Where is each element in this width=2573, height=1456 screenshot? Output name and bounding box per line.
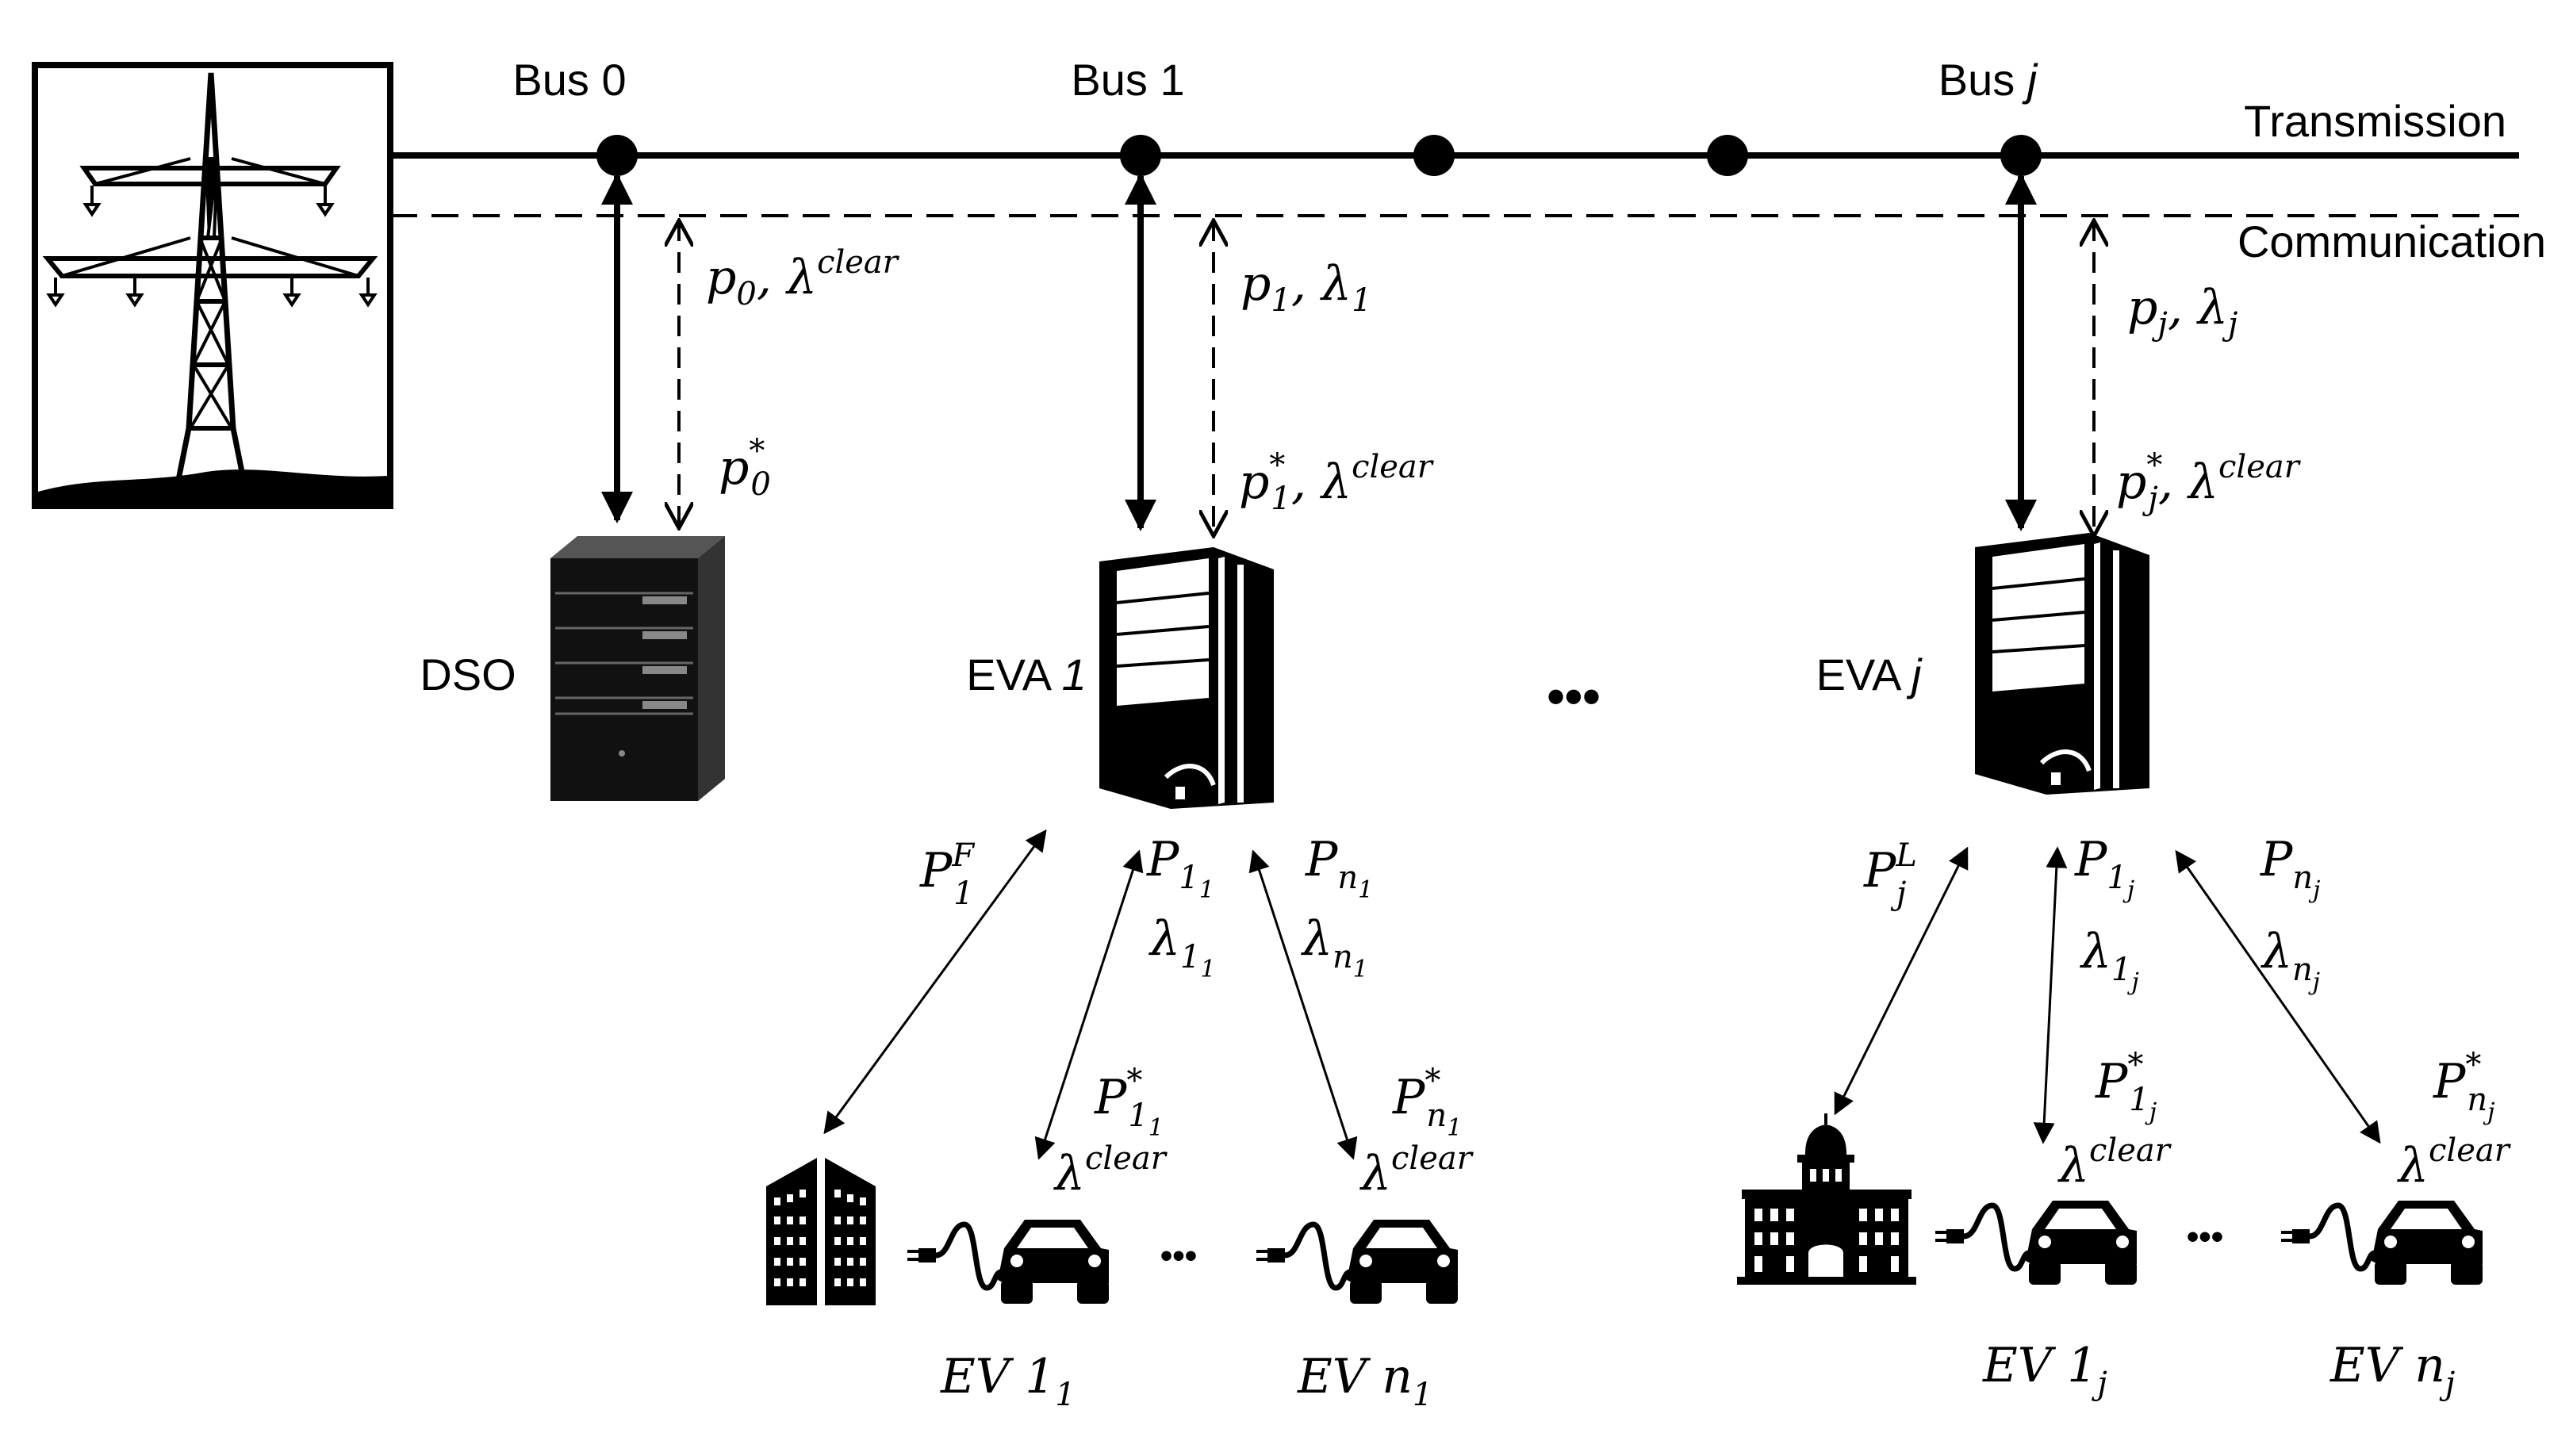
agg1-evn-clear-power: P*n1	[1392, 1063, 1462, 1142]
transmission-tower-icon	[32, 62, 393, 509]
signal-p0-clear: p0, λclear	[706, 244, 900, 312]
aggj-ev1-lambda-label: λ1j	[2080, 924, 2139, 996]
agg1-evn-bid-label: Pn1	[1305, 832, 1373, 904]
aggj-ev1-clear-lambda: λclear	[2057, 1132, 2172, 1194]
civic-building-icon	[1737, 1113, 1916, 1285]
aggj-ev1-label: EV 1j	[1982, 1338, 2107, 1402]
eva-1-label: EVA 1	[966, 649, 1087, 699]
aggj-evn-clear-power: P*nj	[2433, 1047, 2494, 1126]
aggj-ev1-clear-power: P*1j	[2095, 1047, 2157, 1126]
bus-1-node	[1120, 135, 1161, 176]
aggj-evn-clear-lambda: λclear	[2397, 1132, 2512, 1194]
aggj-evn-label: EV nj	[2330, 1338, 2455, 1402]
office-building-icon	[766, 1158, 876, 1305]
agg1-ev1-clear-lambda: λclear	[1053, 1140, 1168, 1201]
bus-0-node	[596, 135, 638, 176]
aggj-evn-lambda-label: λnj	[2260, 924, 2320, 996]
bus-1-label: Bus 1	[1071, 55, 1184, 105]
signal-p1-lambda1: p1, λ1	[1240, 256, 1372, 319]
eva-j-server-icon	[1975, 533, 2149, 795]
electric-car-icon	[1935, 1201, 2137, 1285]
electric-car-icon	[2281, 1201, 2483, 1285]
bus-node	[1707, 135, 1748, 176]
aggregator-j-links	[1834, 846, 2381, 1144]
agg1-ev1-bid-label: P11	[1146, 832, 1214, 904]
aggregator-1-links	[823, 829, 1358, 1160]
agg1-ev1-label: EV 11	[940, 1349, 1076, 1413]
dso-label: DSO	[420, 649, 516, 699]
eva-j-label: EVA j	[1816, 649, 1923, 699]
bus-nodes	[596, 135, 2042, 176]
electric-car-icon	[907, 1220, 1109, 1304]
signal-pj-lambdaj: pj, λj	[2127, 280, 2237, 343]
signal-p0-star: p*0	[719, 433, 771, 503]
agg1-evn-label: EV n1	[1297, 1349, 1432, 1413]
agg1-ev-ellipsis: •••	[1160, 1236, 1197, 1275]
aggj-evn-bid-label: Pnj	[2260, 832, 2320, 904]
communication-label: Communication	[2237, 216, 2546, 266]
agg1-ev1-lambda-label: λ11	[1148, 911, 1216, 983]
bus-0-label: Bus 0	[512, 55, 626, 105]
aggj-ev1-bid-label: P1j	[2074, 832, 2134, 904]
aggj-ev-ellipsis: •••	[2187, 1217, 2223, 1256]
bus-j-node	[2000, 135, 2042, 176]
transmission-label: Transmission	[2244, 96, 2506, 146]
aggregator-ellipsis: •••	[1547, 668, 1600, 725]
bus-node	[1413, 135, 1455, 176]
signal-p1-star-clear: p*1, λclear	[1239, 447, 1435, 517]
signal-pj-star-clear: p*j, λclear	[2116, 447, 2302, 517]
electric-car-icon	[1256, 1220, 1458, 1304]
eva-1-server-icon	[1099, 547, 1274, 809]
bus-j-label: Bus j	[1938, 55, 2038, 105]
agg1-evn-clear-lambda: λclear	[1359, 1140, 1474, 1201]
agg1-ev1-clear-power: P*11	[1094, 1063, 1164, 1142]
dso-server-icon	[550, 536, 725, 801]
agg1-evn-lambda-label: λn1	[1301, 911, 1368, 983]
